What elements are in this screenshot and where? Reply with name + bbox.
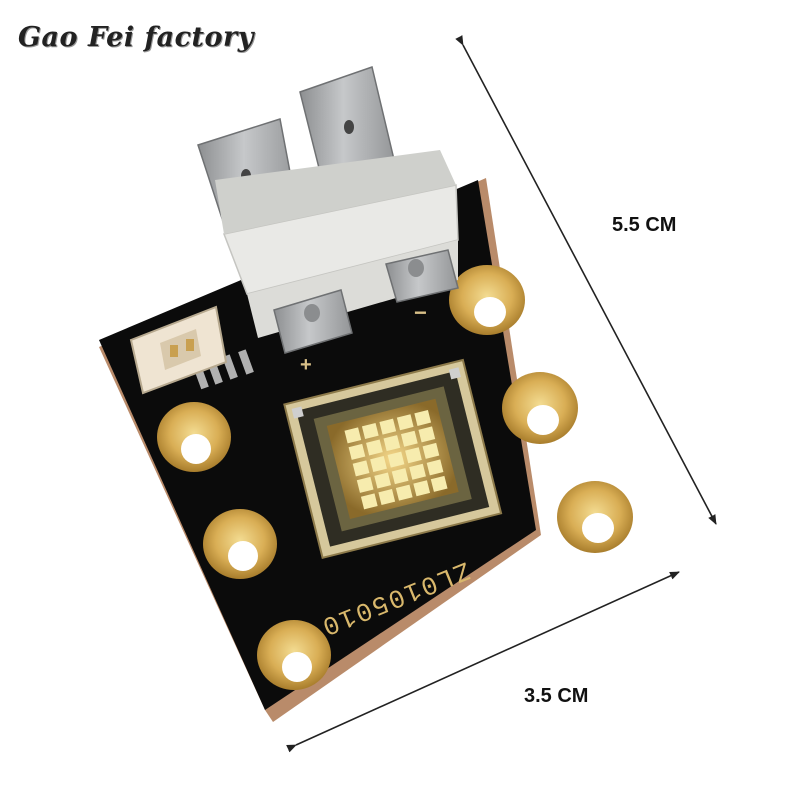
watermark-text: Gao Fei factory: [18, 22, 254, 53]
led-chip-grid: [344, 409, 448, 510]
plus-marker: +: [300, 354, 312, 376]
solder-tab: [385, 249, 459, 303]
mounting-pad: [157, 402, 231, 472]
width-arrow: [286, 571, 680, 753]
mounting-pad: [557, 481, 633, 553]
width-dimension-label: 3.5 CM: [524, 685, 589, 707]
mounting-pad: [203, 509, 277, 579]
jst-connector: [129, 305, 254, 395]
height-arrow: [455, 35, 717, 525]
mounting-pad: [257, 620, 331, 690]
mounting-pad: [502, 372, 578, 444]
height-dimension-label: 5.5 CM: [612, 214, 677, 236]
mounting-pad: [449, 265, 525, 335]
minus-marker: −: [414, 300, 427, 325]
solder-tab: [273, 289, 353, 354]
led-module: [283, 358, 503, 560]
